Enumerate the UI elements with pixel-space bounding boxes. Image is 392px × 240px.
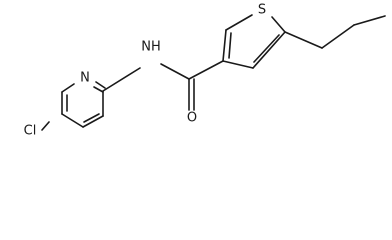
bond-propyl-2 <box>321 24 355 49</box>
amide-nh-label: NH <box>141 40 161 55</box>
thiophene-sulfur-label: S <box>258 3 266 18</box>
bond-n1-c2-inner <box>93 86 104 93</box>
carbonyl-oxygen-label: O <box>187 111 197 126</box>
bond-t5-t4-inner <box>253 34 280 63</box>
bond-t3-t2-inner <box>228 32 232 59</box>
bond-t3-t2 <box>222 29 227 62</box>
bond-c4-c5 <box>61 113 84 128</box>
bond-propyl-3 <box>353 15 386 26</box>
bond-c3-c4-inner <box>83 113 100 123</box>
bond-t4-t3 <box>222 60 254 69</box>
atom-labels: Cl N NH O S <box>24 3 266 139</box>
bond-n1-c2 <box>95 81 106 89</box>
bond-t5-t4 <box>252 31 286 69</box>
bond-cl-c5 <box>41 121 50 131</box>
bond-t2-s1 <box>225 14 253 31</box>
bond-nh-carbonyl <box>160 63 190 80</box>
bond-carbonyl-thiophene <box>188 60 224 80</box>
bond-c2-nh <box>102 67 141 92</box>
chlorine-label: Cl <box>24 124 37 139</box>
chemical-structure-diagram: Cl N NH O S <box>24 3 386 139</box>
pyridine-nitrogen-label: N <box>80 71 90 86</box>
bond-c6-n1 <box>61 83 75 93</box>
bonds <box>41 14 386 131</box>
bond-propyl-1 <box>284 31 323 49</box>
bond-s1-t5 <box>271 16 286 33</box>
bond-c3-c4 <box>82 115 104 128</box>
